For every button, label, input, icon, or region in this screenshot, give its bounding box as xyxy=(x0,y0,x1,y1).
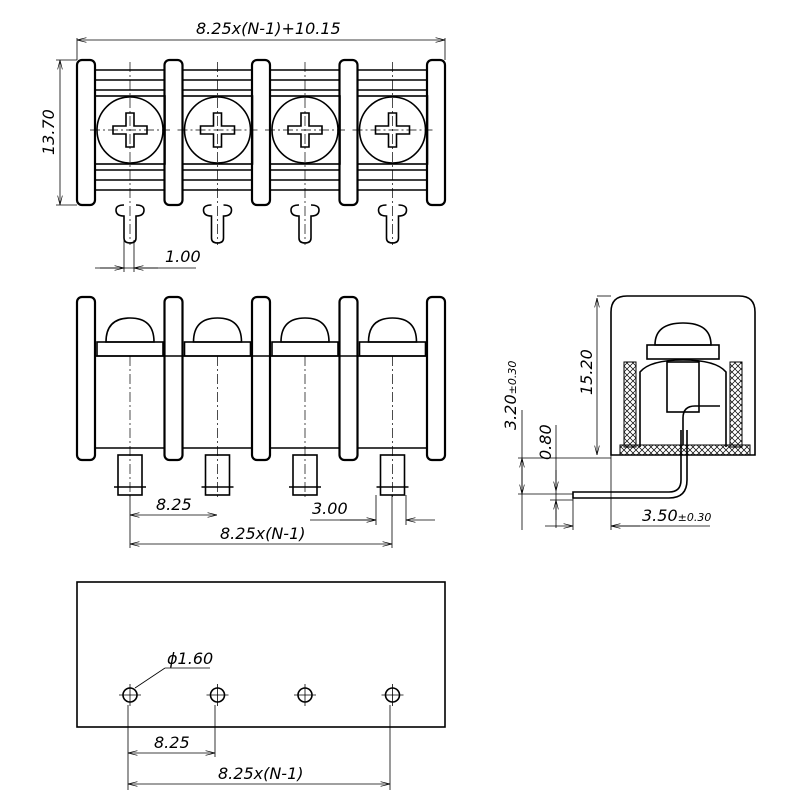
screw-head xyxy=(105,317,155,343)
screw-head xyxy=(367,317,418,343)
front-view: 8.25 3.00 8.25x(N-1) xyxy=(75,295,447,548)
barrier xyxy=(338,295,359,462)
phillips-slot xyxy=(374,112,411,148)
hole-diameter-label: ϕ1.60 xyxy=(167,649,213,668)
pin-length-tolerance: ±0.30 xyxy=(678,511,712,524)
washer xyxy=(96,341,164,357)
bottom-pitch-label: 8.25 xyxy=(154,733,190,752)
barrier xyxy=(338,58,359,207)
pin-offset-value: 3.20 xyxy=(501,394,520,430)
barrier xyxy=(163,58,184,207)
barrier xyxy=(425,295,447,462)
top-view: 8.25x(N-1)+10.15 13.70 1.00 xyxy=(39,19,447,272)
side-height-label: 15.20 xyxy=(577,349,596,395)
pin xyxy=(290,204,320,244)
front-pitch-label: 8.25 xyxy=(156,495,192,514)
pin xyxy=(115,204,145,244)
phillips-slot xyxy=(112,112,148,148)
barrier xyxy=(163,295,184,462)
pin-gap-label: 3.00 xyxy=(312,499,348,518)
overall-width-label: 8.25x(N-1)+10.15 xyxy=(196,19,341,38)
pin-offset-label: 3.20±0.30 xyxy=(501,361,520,430)
height-label: 13.70 xyxy=(39,109,58,155)
washer xyxy=(358,341,427,357)
bottom-view: ϕ1.60 8.25 8.25x(N-1) xyxy=(76,581,446,790)
phillips-slot xyxy=(199,112,236,148)
washer xyxy=(271,341,339,357)
screw-head xyxy=(280,317,330,343)
barrier xyxy=(250,58,272,207)
pin-thickness-label: 0.80 xyxy=(536,424,555,460)
pin xyxy=(202,204,233,244)
barrier xyxy=(75,58,97,207)
barrier xyxy=(75,295,97,462)
pin xyxy=(377,204,408,244)
pin-offset-tolerance: ±0.30 xyxy=(506,361,519,395)
washer xyxy=(183,341,252,357)
front-span-label: 8.25x(N-1) xyxy=(220,524,306,543)
side-view: 15.20 3.20±0.30 0.80 3.50±0.30 xyxy=(501,295,756,530)
pin-length-value: 3.50 xyxy=(642,506,678,525)
barrier xyxy=(425,58,447,207)
barrier xyxy=(250,295,272,462)
pin-width-label: 1.00 xyxy=(165,247,201,266)
pin-length-label: 3.50±0.30 xyxy=(642,506,711,525)
phillips-slot xyxy=(287,112,323,148)
bottom-span-label: 8.25x(N-1) xyxy=(218,764,304,783)
screw-head xyxy=(192,317,243,343)
